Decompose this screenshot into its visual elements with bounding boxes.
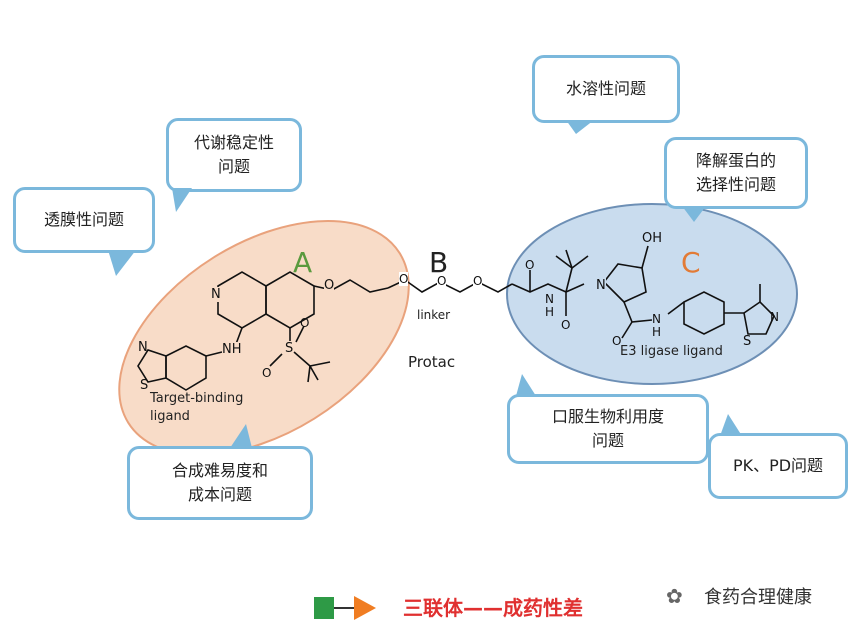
- benzothiazole-thiazole: [137, 349, 167, 383]
- ligand-a-caption-line1: Target-binding: [150, 391, 244, 406]
- callout-synthesis-cost: 合成难易度和 成本问题: [127, 446, 313, 520]
- ligand-c-ellipse: [506, 203, 798, 385]
- atom-label-o-sulfonyl-1: O: [300, 316, 310, 330]
- footer-connector-line: [334, 607, 354, 609]
- protac-label: Protac: [408, 353, 456, 371]
- region-c-letter: C: [681, 246, 701, 279]
- atom-label-o-carbonyl: O: [561, 318, 571, 332]
- callout-degradation-selectivity-tail: [682, 206, 706, 222]
- atom-label-n-pyrrolidine: N: [596, 278, 606, 293]
- atom-label-n-amide: N: [545, 292, 554, 306]
- callout-synthesis-cost-tail: [230, 424, 252, 448]
- atom-label-o-linker-2: O: [437, 274, 447, 288]
- atom-label-n-quinoline: N: [211, 287, 221, 302]
- atom-label-h-amide-2: H: [652, 325, 662, 339]
- atom-label-s-thiazole: S: [743, 334, 752, 349]
- callout-bioavailability: 口服生物利用度 问题: [507, 394, 709, 464]
- callout-permeability-tail: [108, 250, 136, 276]
- amide-backbone: [511, 283, 585, 293]
- ligand-a-ellipse: [118, 220, 410, 456]
- atom-label-o-amide-2: O: [612, 334, 622, 348]
- atom-label-o-amide: O: [525, 258, 535, 272]
- phenyl-ring: [683, 291, 725, 335]
- footer-title: 三联体——成药性差: [403, 596, 583, 620]
- atom-label-o-linker-1: O: [399, 272, 409, 286]
- footer-square-icon: [314, 597, 334, 619]
- quinoline-ring-right: [265, 271, 315, 329]
- callout-pk-pd: PK、PD问题: [708, 433, 848, 499]
- callout-water-solubility-tail: [566, 120, 594, 134]
- atom-label-n-thiazole: N: [770, 310, 779, 324]
- atom-label-o-linker-3: O: [473, 274, 483, 288]
- atom-label-n-benzothiazole: N: [138, 340, 148, 355]
- atom-label-n-amide-2: N: [652, 312, 661, 326]
- linker-label: linker: [417, 308, 451, 322]
- atom-label-nh-aniline: NH: [222, 342, 242, 357]
- region-a-letter: A: [293, 246, 313, 279]
- callout-permeability: 透膜性问题: [13, 187, 155, 253]
- thiazole-ring: [743, 300, 775, 335]
- callout-pk-pd-tail: [720, 414, 742, 436]
- atom-label-s-sulfonyl: S: [285, 341, 294, 356]
- atom-label-h-amide: H: [545, 305, 555, 319]
- callout-metabolic-stability-tail: [172, 188, 192, 212]
- region-b-letter: B: [429, 246, 449, 279]
- callout-metabolic-stability: 代谢稳定性 问题: [166, 118, 302, 192]
- atom-label-o-sulfonyl-2: O: [262, 366, 272, 380]
- callout-water-solubility: 水溶性问题: [532, 55, 680, 123]
- footer-arrow-icon: [354, 596, 376, 620]
- watermark-wechat-icon: ✿: [666, 584, 683, 608]
- callout-degradation-selectivity: 降解蛋白的 选择性问题: [664, 137, 808, 209]
- ligand-a-caption-line2: ligand: [150, 409, 190, 424]
- atom-label-oh: OH: [642, 231, 663, 246]
- atom-label-o-ether: O: [324, 278, 335, 293]
- callout-bioavailability-tail: [516, 374, 536, 396]
- pyrrolidine-ring: [602, 263, 647, 303]
- ligand-c-caption: E3 ligase ligand: [620, 344, 723, 359]
- watermark-text: 食药合理健康: [704, 587, 812, 608]
- atom-label-s-benzothiazole: S: [140, 378, 149, 393]
